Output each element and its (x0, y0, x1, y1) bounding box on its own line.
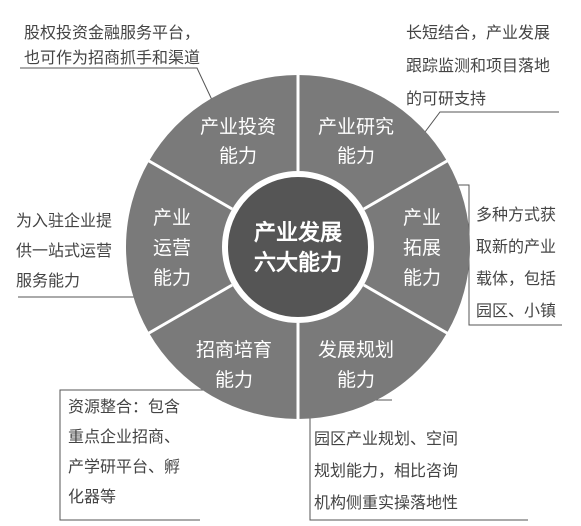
label-research-line-1: 产业研究 (318, 116, 394, 138)
center-hub (224, 173, 372, 321)
note-expansion-line-3: 载体，包括 (476, 269, 556, 288)
label-planning-line-2: 能力 (337, 369, 375, 391)
note-incubation-line-1: 资源整合：包含 (68, 397, 180, 416)
annotation-notes: 股权投资金融服务平台， 也可作为招商抓手和渠道 长短结合，产业发展 跟踪监测和项… (16, 23, 556, 512)
note-incubation-line-4: 化器等 (68, 487, 116, 506)
label-expansion-line-2: 拓展 (403, 237, 441, 259)
segment-divider (147, 159, 233, 211)
center-title-line-1: 产业发展 (254, 220, 342, 246)
segment-expansion (363, 161, 470, 333)
segment-investment (149, 74, 298, 209)
label-planning-line-1: 发展规划 (318, 339, 394, 361)
label-expansion-line-3: 能力 (403, 267, 441, 289)
label-incubation-line-1: 招商培育 (196, 339, 272, 361)
note-expansion-line-2: 取新的产业 (476, 237, 556, 256)
label-research-line-2: 能力 (337, 145, 375, 167)
ring-segments (125, 74, 470, 419)
segment-labels: 产业投资 能力 产业研究 能力 产业 拓展 能力 发展规划 能力 招商培育 能力… (153, 116, 441, 391)
label-investment-line-1: 产业投资 (200, 116, 276, 138)
label-expansion-line-1: 产业 (403, 207, 441, 229)
note-expansion-line-1: 多种方式获 (476, 205, 556, 224)
note-operation-line-2: 供一站式运营 (16, 241, 112, 260)
label-operation-line-1: 产业 (153, 207, 191, 229)
note-investment-line-1: 股权投资金融服务平台， (24, 23, 200, 42)
label-incubation-line-2: 能力 (215, 369, 253, 391)
segment-incubation (149, 285, 298, 419)
note-research-line-3: 的可研支持 (406, 89, 486, 108)
note-incubation-line-2: 重点企业招商、 (68, 427, 180, 446)
note-planning-line-2: 规划能力，相比咨询 (314, 461, 458, 480)
leader-investment (20, 67, 213, 101)
segment-divider (363, 283, 449, 335)
segment-planning (298, 285, 447, 419)
note-research-line-1: 长短结合，产业发展 (406, 23, 550, 42)
label-operation-line-3: 能力 (153, 267, 191, 289)
note-research-line-2: 跟踪监测和项目落地 (406, 56, 550, 75)
note-investment-line-2: 也可作为招商抓手和渠道 (24, 48, 200, 67)
segment-divider (147, 283, 233, 335)
note-incubation-line-3: 产学研平台、孵 (68, 457, 180, 476)
segment-research (298, 75, 447, 209)
center-title-line-2: 六大能力 (254, 250, 342, 276)
segment-divider (363, 159, 449, 211)
note-planning-line-3: 机构侧重实操落地性 (314, 493, 458, 512)
note-operation-line-3: 服务能力 (16, 271, 80, 290)
note-planning-line-1: 园区产业规划、空间 (314, 429, 458, 448)
note-expansion-line-4: 园区、小镇 (476, 301, 556, 320)
note-operation-line-1: 为入驻企业提 (16, 211, 112, 230)
label-investment-line-2: 能力 (219, 145, 257, 167)
label-operation-line-2: 运营 (153, 237, 191, 259)
leader-research (424, 111, 559, 133)
leader-incubation (59, 389, 220, 521)
segment-operation (125, 161, 233, 333)
segment-dividers (147, 74, 449, 420)
